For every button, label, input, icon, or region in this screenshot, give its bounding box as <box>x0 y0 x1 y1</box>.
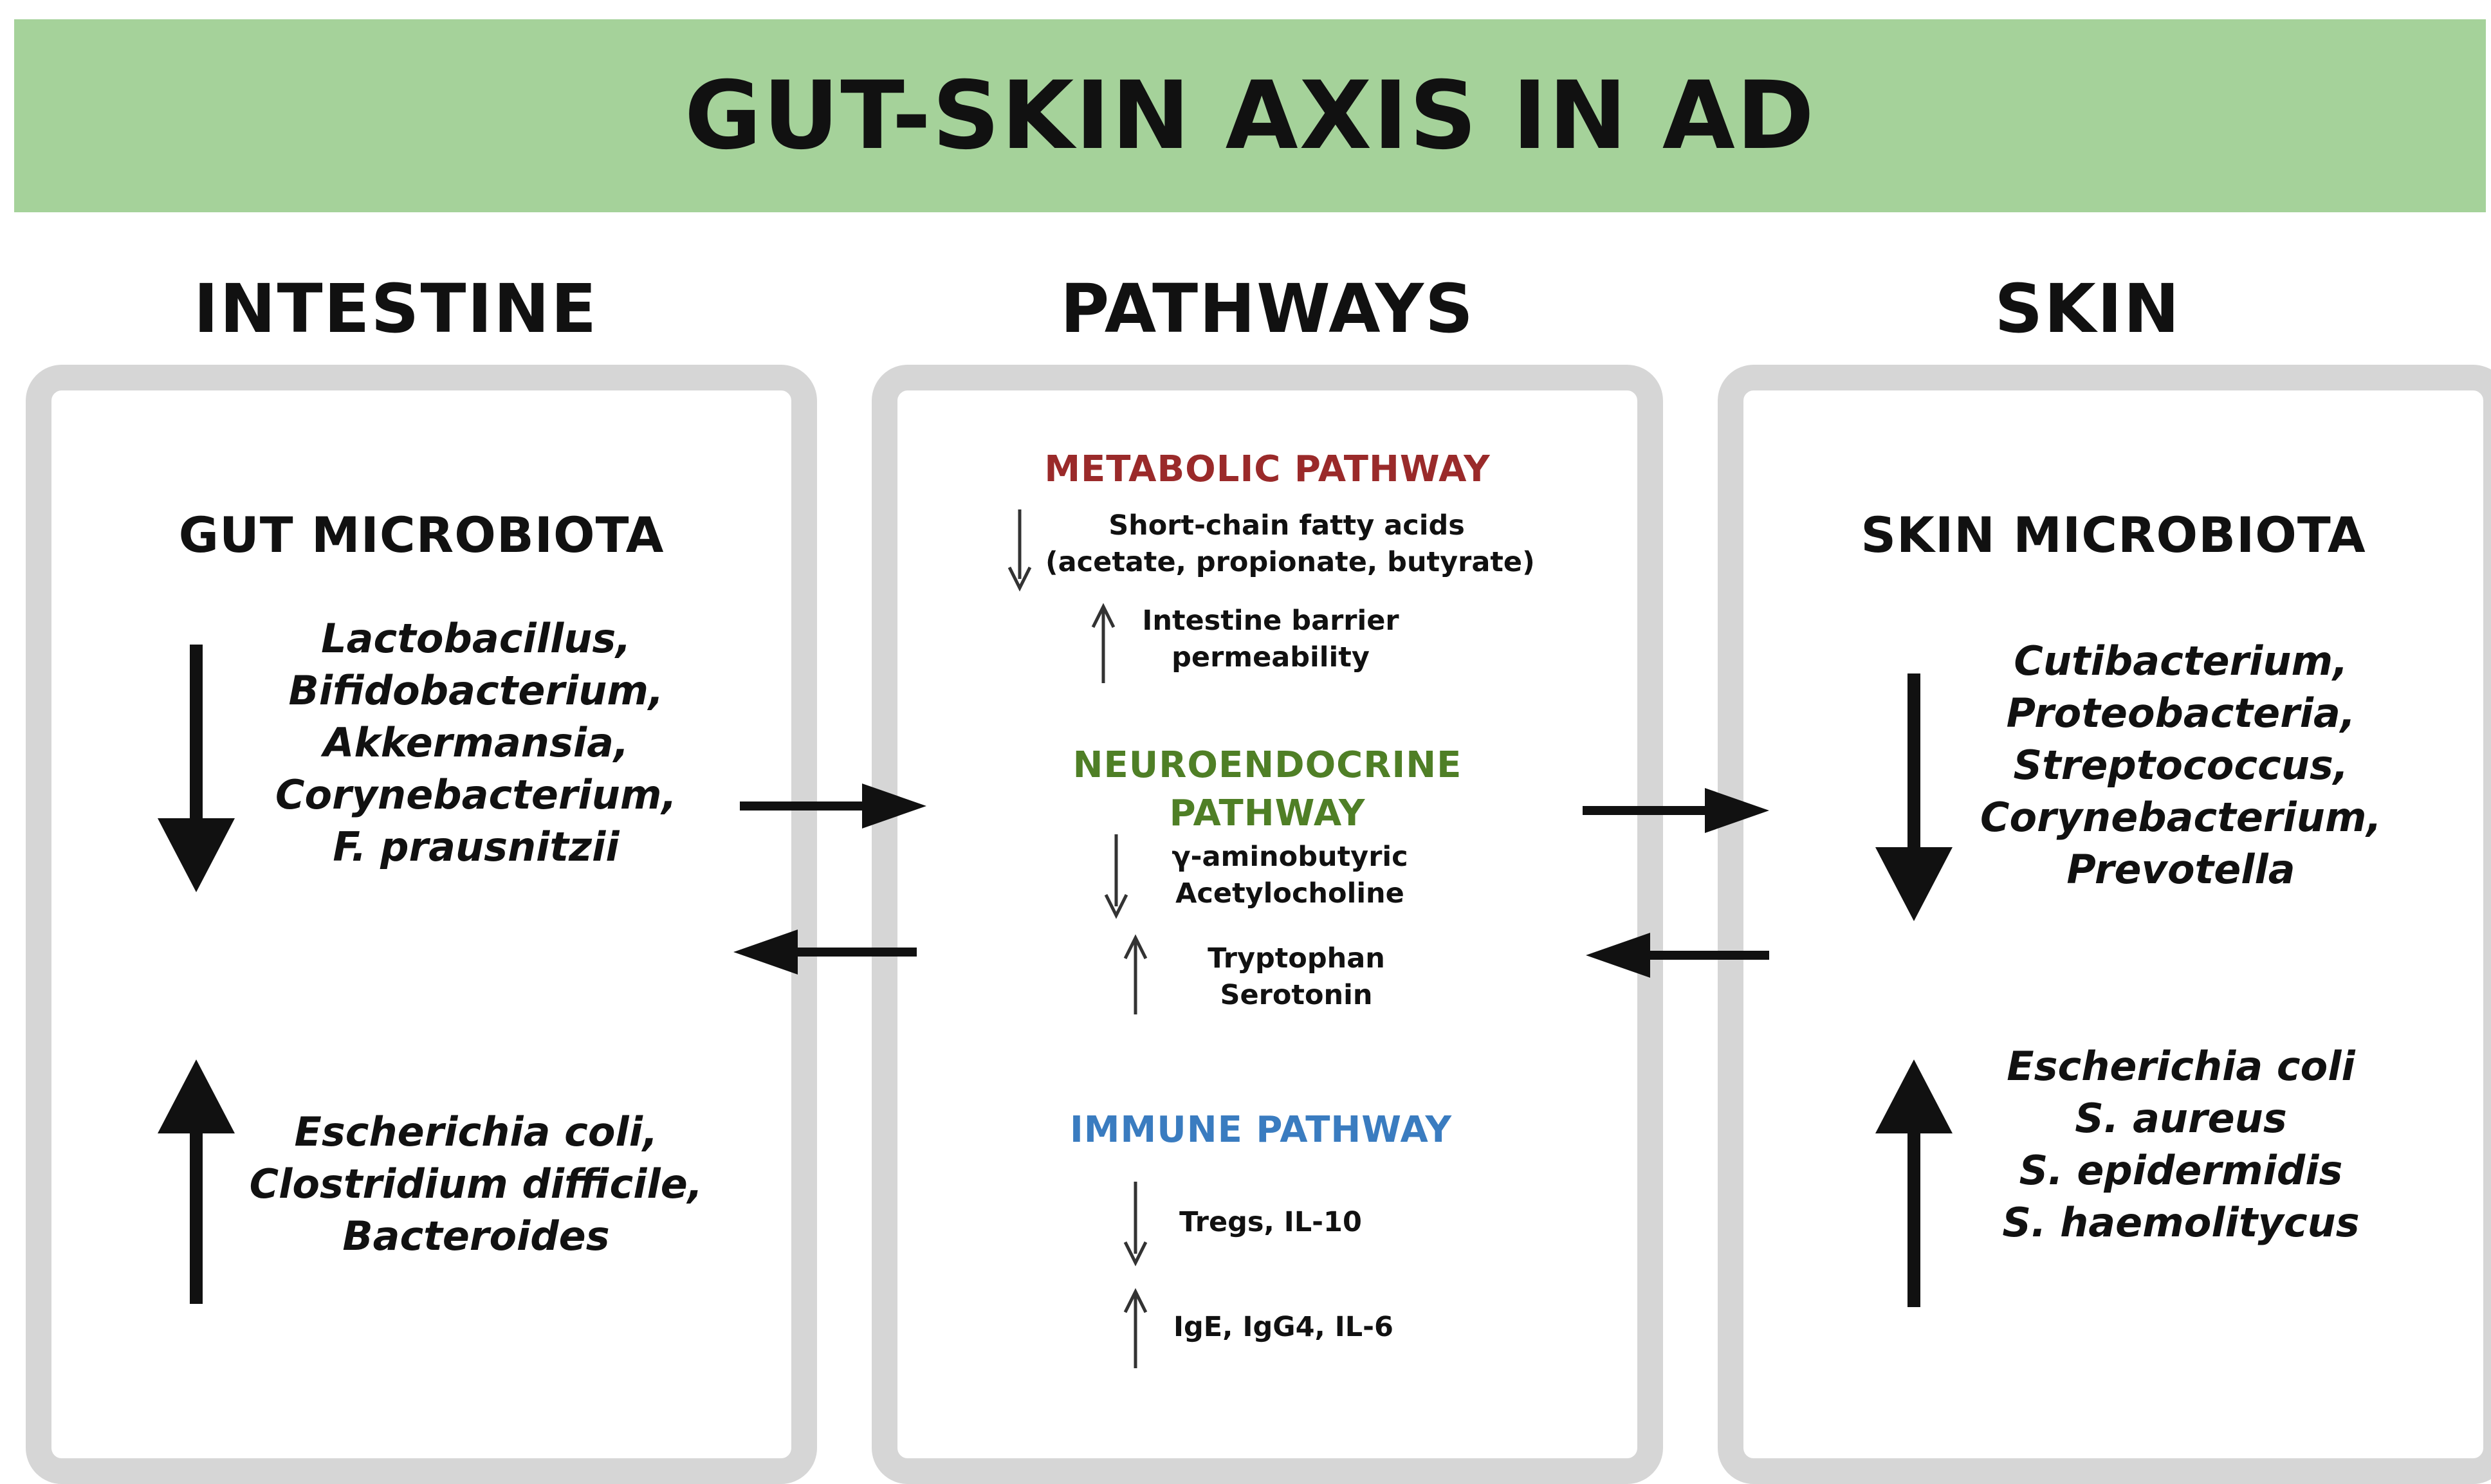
pathway-line: Tryptophan <box>1208 942 1385 975</box>
taxon: Prevotella <box>2066 846 2295 893</box>
column-title-intestine: INTESTINE <box>193 270 598 348</box>
taxon: Proteobacteria, <box>2006 690 2356 737</box>
right-arrow-icon <box>740 783 926 829</box>
skin-panel: SKIN MICROBIOTA Cutibacterium, Proteobac… <box>1718 365 2491 1484</box>
metabolic-pathway-title: METABOLIC PATHWAY <box>1044 448 1491 490</box>
pathway-title-line: NEUROENDOCRINE <box>1072 744 1462 786</box>
taxon: Streptococcus, <box>2013 742 2349 789</box>
up-arrow-icon <box>1123 934 1148 1014</box>
right-arrow-icon <box>1583 788 1769 833</box>
taxon: S. aureus <box>2075 1095 2287 1142</box>
taxon: S. epidermidis <box>2019 1147 2343 1194</box>
left-arrow-icon <box>733 930 917 975</box>
gut-decreased-taxa: Lactobacillus, Bifidobacterium, Akkerman… <box>238 612 714 873</box>
title-banner: GUT-SKIN AXIS IN AD <box>14 19 2486 212</box>
taxon: Escherichia coli <box>2007 1043 2355 1090</box>
pathway-line: Short-chain fatty acids <box>1108 509 1465 542</box>
pathway-line: permeability <box>1172 641 1370 673</box>
taxon: Bifidobacterium, <box>288 667 664 714</box>
taxon: Escherichia coli, <box>294 1108 658 1155</box>
gut-microbiota-heading: GUT MICROBIOTA <box>178 506 665 563</box>
tregs-il10-text: Tregs, IL-10 <box>1142 1204 1399 1241</box>
down-arrow-icon <box>158 645 235 892</box>
skin-microbiota-heading: SKIN MICROBIOTA <box>1861 506 2366 563</box>
taxon: Corynebacterium, <box>1980 794 2382 841</box>
pathways-panel: METABOLIC PATHWAY Short-chain fatty acid… <box>872 365 1663 1484</box>
column-title-pathways: PATHWAYS <box>1060 270 1475 348</box>
pathway-line: Acetylocholine <box>1175 877 1404 910</box>
pathway-title-line: PATHWAY <box>1169 792 1366 834</box>
taxon: Clostridium difficile, <box>249 1160 703 1207</box>
up-arrow-icon <box>1091 603 1116 683</box>
taxon: Corynebacterium, <box>275 771 677 818</box>
taxon: S. haemolitycus <box>2002 1199 2360 1246</box>
pathway-line: Tregs, IL-10 <box>1179 1206 1362 1238</box>
skin-decreased-taxa: Cutibacterium, Proteobacteria, Streptoco… <box>1956 635 2406 895</box>
ige-igg4-il6-text: IgE, IgG4, IL-6 <box>1155 1309 1412 1346</box>
gaba-acetylcholine-text: γ-aminobutyric Acetylocholine <box>1142 839 1438 912</box>
taxon: F. prausnitzii <box>333 823 620 870</box>
up-arrow-icon <box>1123 1288 1148 1368</box>
up-arrow-icon <box>1875 1059 1953 1307</box>
neuroendocrine-pathway-title: NEUROENDOCRINE PATHWAY <box>897 741 1637 838</box>
column-title-skin: SKIN <box>1994 270 2181 348</box>
taxon: Akkermansia, <box>323 719 629 766</box>
pathway-line: γ-aminobutyric <box>1172 841 1408 873</box>
taxon: Lactobacillus, <box>321 615 631 662</box>
down-arrow-icon <box>1007 509 1032 592</box>
pathway-line: (acetate, propionate, butyrate) <box>1045 546 1535 578</box>
taxon: Bacteroides <box>342 1213 610 1260</box>
pathway-line: IgE, IgG4, IL-6 <box>1173 1311 1393 1343</box>
intestine-panel: GUT MICROBIOTA Lactobacillus, Bifidobact… <box>26 365 817 1484</box>
immune-pathway-title: IMMUNE PATHWAY <box>1069 1109 1453 1151</box>
taxon: Cutibacterium, <box>2014 637 2348 684</box>
down-arrow-icon <box>1875 673 1953 921</box>
up-arrow-icon <box>158 1059 235 1304</box>
scfa-text: Short-chain fatty acids (acetate, propio… <box>1045 508 1535 581</box>
pathway-line: Intestine barrier <box>1142 605 1399 637</box>
down-arrow-icon <box>1123 1182 1148 1267</box>
left-arrow-icon <box>1586 933 1769 978</box>
gut-increased-taxa: Escherichia coli, Clostridium difficile,… <box>238 1106 714 1262</box>
skin-increased-taxa: Escherichia coli S. aureus S. epidermidi… <box>1956 1040 2406 1249</box>
tryptophan-serotonin-text: Tryptophan Serotonin <box>1168 940 1425 1014</box>
pathway-line: Serotonin <box>1220 979 1373 1011</box>
down-arrow-icon <box>1104 834 1128 919</box>
barrier-permeability-text: Intestine barrier permeability <box>1116 603 1425 676</box>
diagram-title: GUT-SKIN AXIS IN AD <box>684 61 1816 170</box>
